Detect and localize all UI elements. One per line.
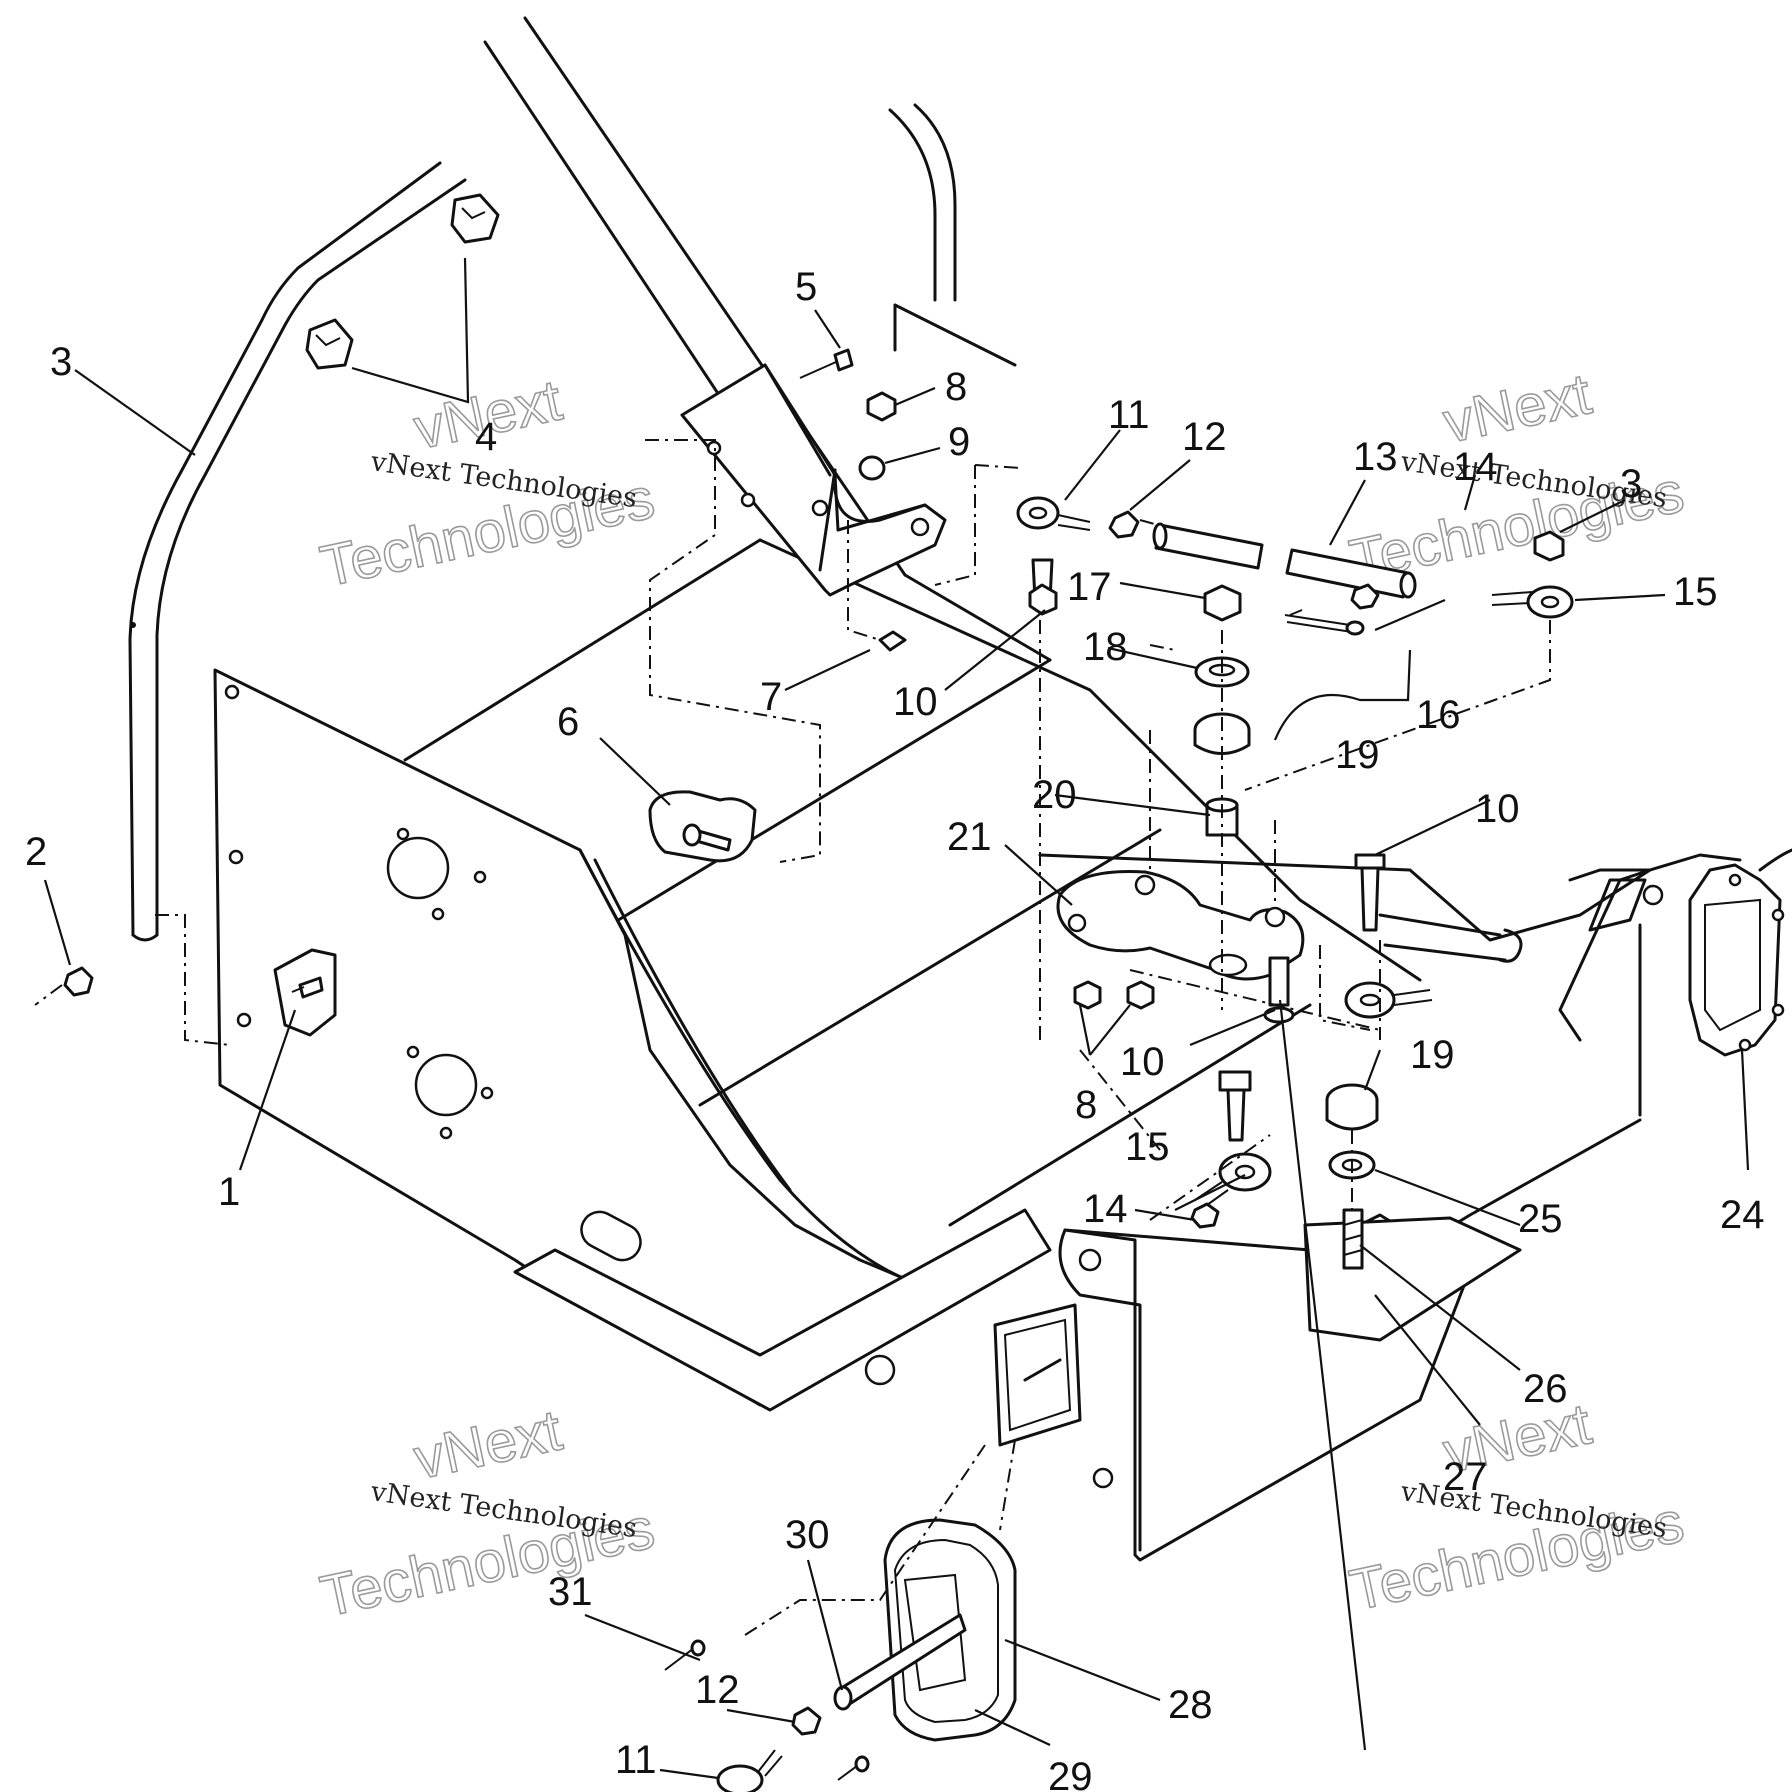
callout-3: 3 xyxy=(1620,462,1642,506)
callout-12: 12 xyxy=(1182,415,1227,459)
callout-14: 14 xyxy=(1083,1187,1128,1231)
callout-13: 13 xyxy=(1353,435,1398,479)
callout-6: 6 xyxy=(557,700,579,744)
callout-1: 1 xyxy=(218,1170,240,1214)
callout-18: 18 xyxy=(1083,625,1128,669)
callout-29: 29 xyxy=(1048,1755,1093,1792)
callout-14: 14 xyxy=(1453,445,1498,489)
callout-11: 11 xyxy=(1108,393,1150,437)
leader-lines xyxy=(43,257,1750,1780)
watermark-word: vNext xyxy=(409,1398,568,1492)
callout-8: 8 xyxy=(945,365,967,409)
handlebar-tube xyxy=(128,161,467,942)
callout-12: 12 xyxy=(695,1668,740,1712)
callout-10: 10 xyxy=(1475,787,1520,831)
callout-25: 25 xyxy=(1518,1197,1563,1241)
callout-15: 15 xyxy=(1125,1125,1170,1169)
callout-2: 2 xyxy=(25,830,47,874)
link-rod-13 xyxy=(1152,522,1417,599)
callout-30: 30 xyxy=(785,1513,830,1557)
callout-9: 9 xyxy=(948,420,970,464)
callout-19: 19 xyxy=(1335,733,1380,777)
assembly-lines xyxy=(34,439,1551,1636)
callout-4: 4 xyxy=(475,415,497,459)
callout-11: 11 xyxy=(615,1738,657,1782)
callout-10: 10 xyxy=(893,680,938,724)
callout-5: 5 xyxy=(795,265,817,309)
callout-17: 17 xyxy=(1067,565,1112,609)
callout-21: 21 xyxy=(947,815,992,859)
rear-bracket xyxy=(864,848,1792,1562)
callout-3: 3 xyxy=(50,340,72,384)
callout-8: 8 xyxy=(1075,1083,1097,1127)
frame-structure xyxy=(403,16,1742,1417)
callout-10: 10 xyxy=(1120,1040,1165,1084)
upper-bracket xyxy=(680,363,947,597)
callout-26: 26 xyxy=(1523,1367,1568,1411)
callout-16: 16 xyxy=(1416,693,1461,737)
callout-19: 19 xyxy=(1410,1033,1455,1077)
callout-28: 28 xyxy=(1168,1683,1213,1727)
callout-31: 31 xyxy=(548,1570,593,1614)
mount-plate-21 xyxy=(1056,870,1305,981)
callout-15: 15 xyxy=(1673,570,1718,614)
shift-rod xyxy=(1378,913,1523,963)
callout-24: 24 xyxy=(1720,1193,1765,1237)
left-side-panel xyxy=(213,668,1052,1412)
callout-20: 20 xyxy=(1032,773,1077,817)
callout-27: 27 xyxy=(1443,1455,1488,1499)
watermark-word: vNext xyxy=(1438,361,1597,455)
callout-7: 7 xyxy=(760,675,782,719)
callout-labels: 3 4 2 1 5 8 9 7 6 10 11 12 13 14 3 15 17… xyxy=(25,265,1765,1792)
